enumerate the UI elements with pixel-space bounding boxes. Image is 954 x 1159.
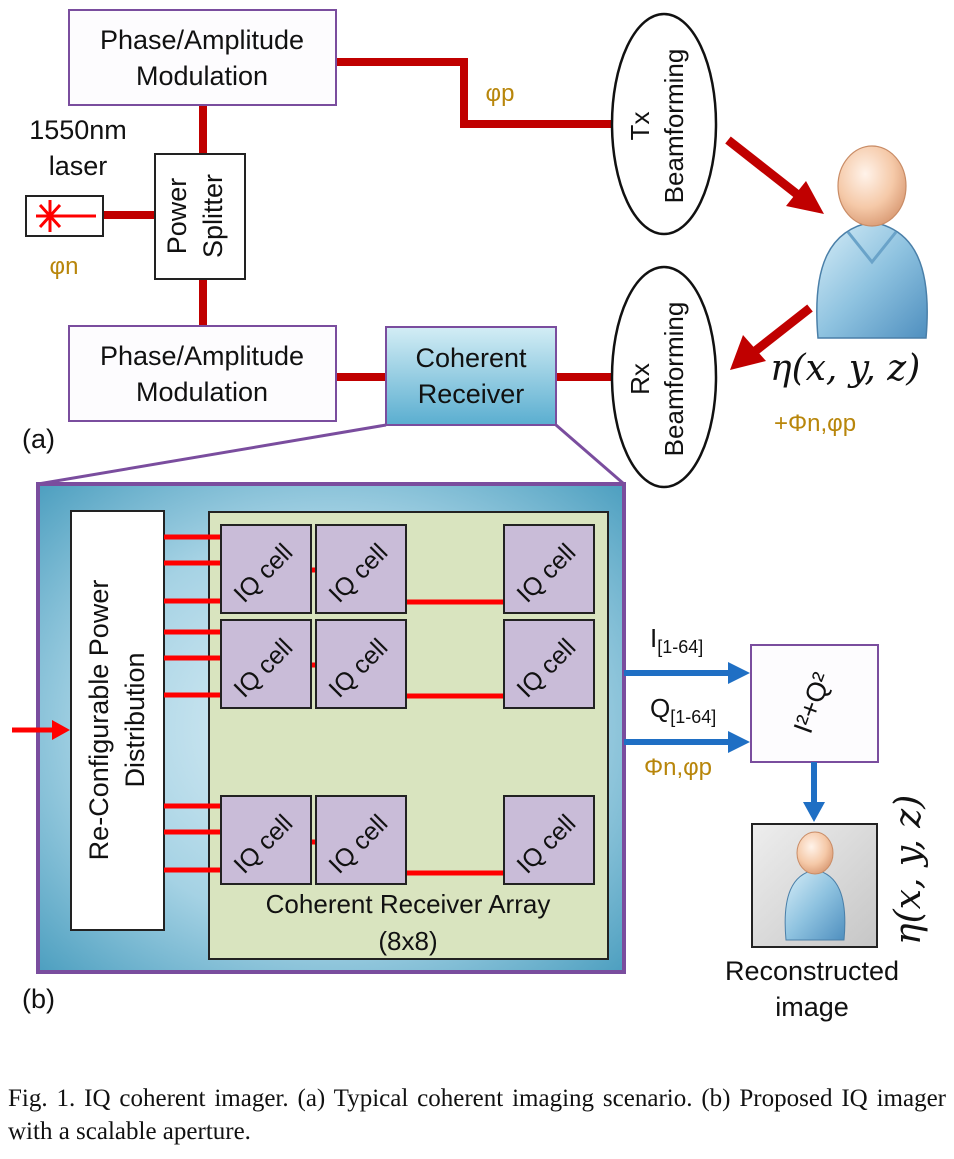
top-modulation-line2: Modulation xyxy=(136,61,268,91)
coherent-receiver-line1: Coherent xyxy=(415,343,527,373)
iq-cell: IQ cell xyxy=(220,619,312,709)
top-modulation-line1: Phase/Amplitude xyxy=(100,25,304,55)
array-label-line2: (8x8) xyxy=(378,926,437,956)
bottom-modulation-line1: Phase/Amplitude xyxy=(100,341,304,371)
image-function-label: η(x, y, z) xyxy=(888,795,929,945)
magnitude-box: I²+Q² xyxy=(750,644,879,763)
bottom-modulation-line2: Modulation xyxy=(136,377,268,407)
iq-cell: IQ cell xyxy=(220,524,312,614)
iq-cell: IQ cell xyxy=(315,619,407,709)
i-output-arrow xyxy=(624,662,750,684)
reconstructed-image-frame xyxy=(751,823,878,948)
down-arrow xyxy=(803,762,825,822)
q-output-arrow xyxy=(624,731,750,753)
iq-cell: IQ cell xyxy=(315,795,407,885)
laser-label-line1: 1550nm xyxy=(29,115,127,145)
iq-cell: IQ cell xyxy=(503,524,595,614)
iq-imager-diagram: Phase/Amplitude Modulation 1550nm laser … xyxy=(12,9,929,1022)
laser-label-line2: laser xyxy=(49,151,108,181)
laser-icon xyxy=(25,195,104,237)
bottom-modulation-box: Phase/Amplitude Modulation xyxy=(68,325,337,422)
caption-text: Fig. 1. IQ coherent imager. (a) Typical … xyxy=(8,1085,946,1145)
rx-beamforming-ellipse: Rx Beamforming xyxy=(610,265,718,489)
reconstructed-label-line2: image xyxy=(775,992,849,1022)
person-to-rx-arrow xyxy=(730,304,813,370)
rx-beamforming-line2: Beamforming xyxy=(659,302,689,457)
iq-cell: IQ cell xyxy=(503,619,595,709)
q-output-label: Q[1-64] xyxy=(650,693,716,727)
input-arrow xyxy=(12,720,70,740)
top-mod-to-tx-wire xyxy=(336,58,615,128)
reconstructed-person-icon xyxy=(784,831,846,941)
top-modulation-box: Phase/Amplitude Modulation xyxy=(68,9,337,106)
phase-output-label: Φn,φp xyxy=(644,754,712,781)
iq-cell: IQ cell xyxy=(315,524,407,614)
power-distribution-box: Re-Configurable Power Distribution xyxy=(70,510,165,931)
array-label-line1: Coherent Receiver Array xyxy=(266,889,551,919)
i-output-label: I[1-64] xyxy=(650,623,703,657)
reconstructed-label-line1: Reconstructed xyxy=(725,956,899,986)
iq-cell: IQ cell xyxy=(220,795,312,885)
zoom-lines xyxy=(37,423,625,486)
power-splitter-box: Power Splitter xyxy=(154,153,246,280)
power-distribution-line2: Distribution xyxy=(120,652,150,787)
tx-phase-label: φp xyxy=(486,80,515,107)
power-distribution-line1: Re-Configurable Power xyxy=(84,580,114,861)
target-function-label: η(x, y, z) xyxy=(770,348,920,389)
laser-phase-label: φn xyxy=(50,253,79,280)
iq-cell: IQ cell xyxy=(503,795,595,885)
figure-caption: Fig. 1. IQ coherent imager. (a) Typical … xyxy=(8,1082,946,1148)
part-b-label: (b) xyxy=(22,984,55,1014)
red-links-a xyxy=(103,58,615,381)
person-icon xyxy=(816,145,928,339)
splitter-line2: Splitter xyxy=(198,174,228,258)
received-phase-label: +Φn,φp xyxy=(774,410,856,437)
tx-to-person-arrow xyxy=(725,136,824,214)
coherent-receiver-box: Coherent Receiver xyxy=(385,326,557,426)
rx-beamforming-line1: Rx xyxy=(625,363,655,395)
tx-beamforming-line2: Beamforming xyxy=(659,49,689,204)
tx-beamforming-ellipse: Tx Beamforming xyxy=(610,12,718,236)
coherent-receiver-line2: Receiver xyxy=(418,379,525,409)
distribution-wires xyxy=(164,534,504,876)
splitter-line1: Power xyxy=(162,178,192,255)
tx-beamforming-line1: Tx xyxy=(625,112,655,141)
part-a-label: (a) xyxy=(22,424,55,454)
